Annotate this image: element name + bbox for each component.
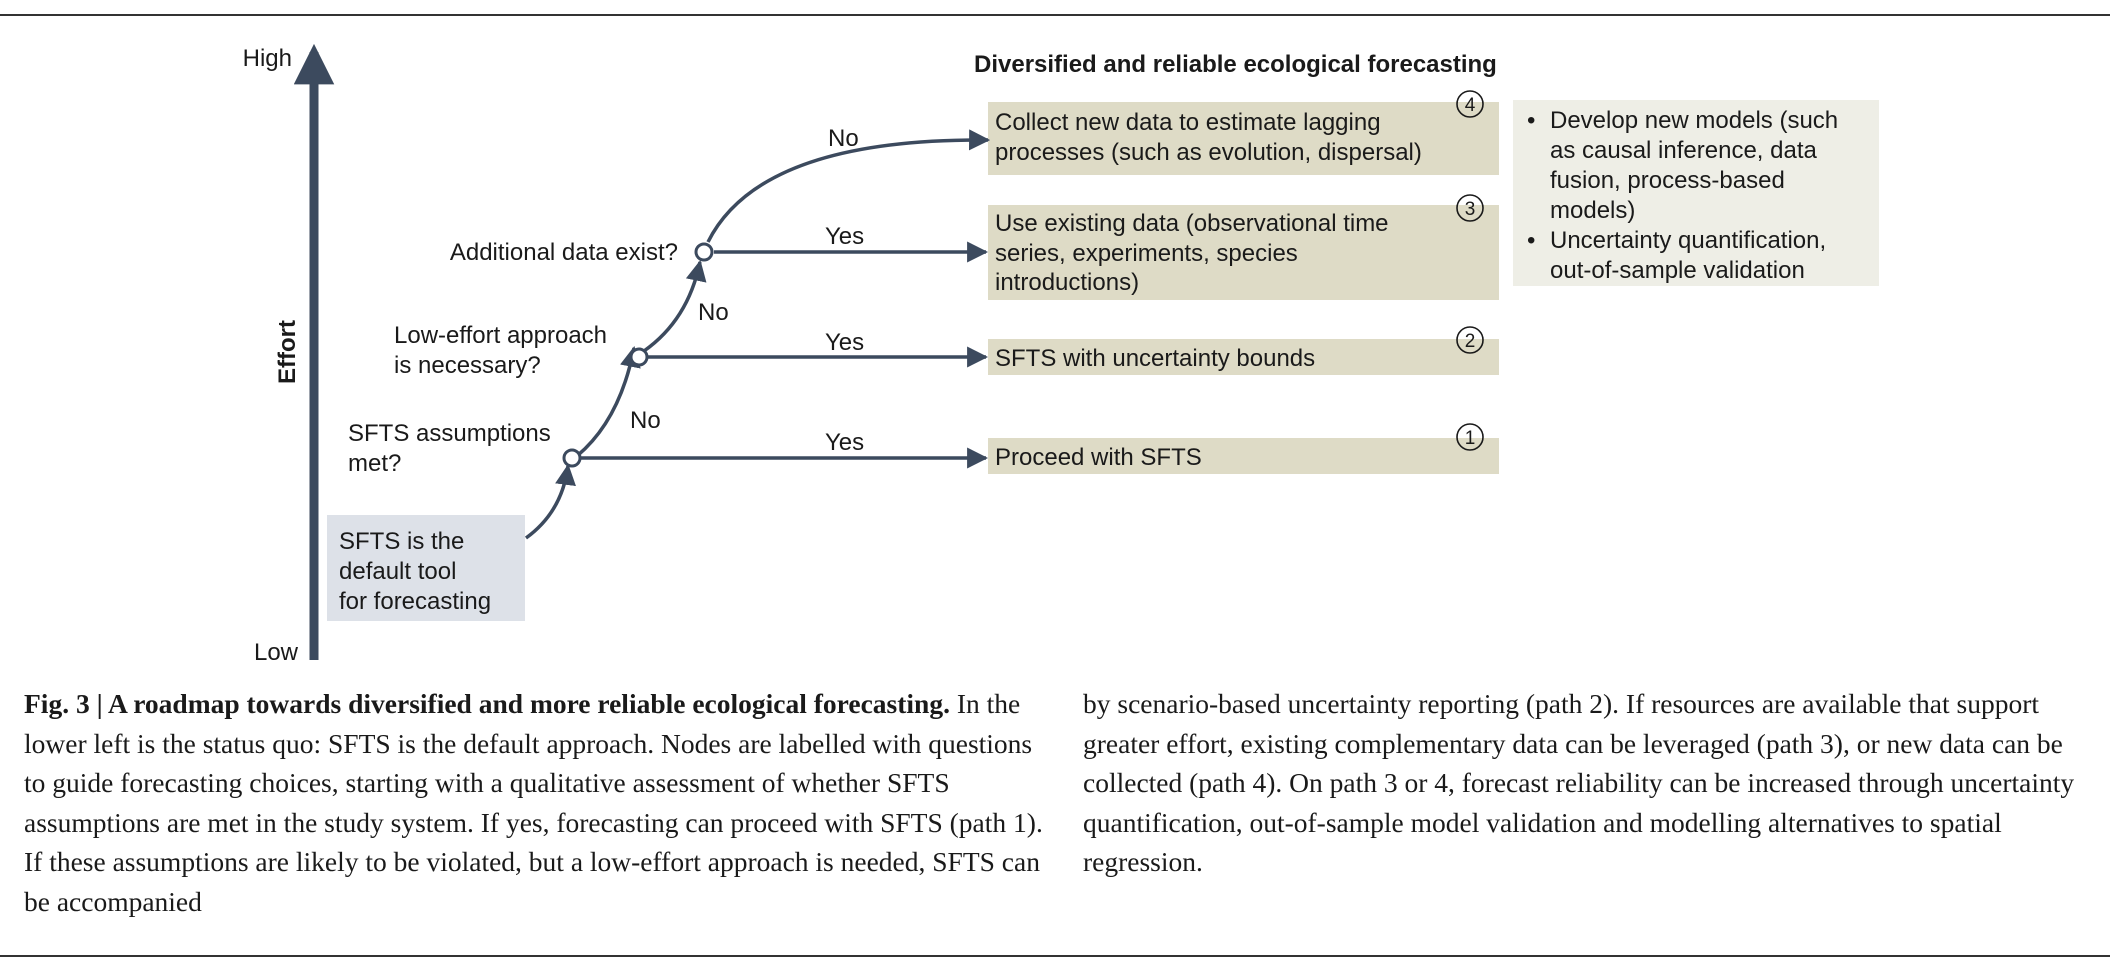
- axis-effort-label: Effort: [274, 320, 301, 384]
- bullet-item: Uncertainty quantification, out-of-sampl…: [1523, 226, 1869, 286]
- edge-label-yes1: Yes: [825, 429, 864, 456]
- edge-label-no2: No: [698, 299, 729, 326]
- model-bullets-list: Develop new models (such as causal infer…: [1523, 106, 1869, 286]
- bullet-item: Develop new models (such as causal infer…: [1523, 106, 1869, 226]
- connector-no2: [642, 259, 707, 353]
- caption-right-text: by scenario-based uncertainty reporting …: [1083, 688, 2075, 877]
- outcome-1-line-1: Proceed with SFTS: [995, 444, 1202, 471]
- diagram-title: Diversified and reliable ecological fore…: [974, 51, 1497, 78]
- outcome-1-number-circle: [1456, 423, 1484, 451]
- top-rule: [0, 14, 2110, 16]
- outcome-3-line-3: introductions): [995, 269, 1139, 296]
- edge-label-yes2: Yes: [825, 329, 864, 356]
- outcome-1-number: 1: [1465, 428, 1476, 449]
- outcome-3-line-1: Use existing data (observational time: [995, 210, 1389, 237]
- decision-node-2: [629, 347, 649, 367]
- outcome-2-number: 2: [1465, 331, 1476, 352]
- edge-label-no1: No: [630, 407, 661, 434]
- edge-label-no3: No: [828, 125, 859, 152]
- decision-node-3: [694, 242, 714, 262]
- axis-high-label: High: [243, 45, 292, 72]
- caption-column-left: Fig. 3 | A roadmap towards diversified a…: [24, 684, 1044, 921]
- edge-label-yes3: Yes: [825, 223, 864, 250]
- connector-start-to-node1: [524, 463, 576, 540]
- axis-low-label: Low: [254, 639, 299, 666]
- start-box: [327, 515, 525, 621]
- outcome-2-line-1: SFTS with uncertainty bounds: [995, 345, 1315, 372]
- outcome-box-1: [988, 438, 1499, 474]
- bottom-rule: [0, 955, 2110, 957]
- connector-no3: [706, 129, 991, 243]
- start-box-line-2: default tool: [339, 558, 456, 585]
- outcome-box-3: [988, 205, 1499, 300]
- outcome-4-number-circle: [1456, 90, 1484, 118]
- start-box-line-1: SFTS is the: [339, 528, 464, 555]
- node-2-label-line-2: is necessary?: [394, 352, 541, 379]
- connector-no1: [575, 345, 641, 458]
- outcome-3-line-2: series, experiments, species: [995, 240, 1298, 267]
- roadmap-diagram: High Low Effort Diversified and reliable…: [243, 43, 1499, 666]
- node-2-label-line-1: Low-effort approach: [394, 322, 607, 349]
- outcome-box-2: [988, 339, 1499, 375]
- caption-left-text: In the lower left is the status quo: SFT…: [24, 688, 1043, 917]
- start-box-line-3: for forecasting: [339, 588, 491, 615]
- outcome-4-line-2: processes (such as evolution, dispersal): [995, 139, 1422, 166]
- outcome-3-number: 3: [1465, 199, 1476, 220]
- model-bullets-box: Develop new models (such as causal infer…: [1513, 100, 1879, 286]
- node-1-label-line-2: met?: [348, 450, 401, 477]
- outcome-box-4: [988, 102, 1499, 175]
- outcome-4-line-1: Collect new data to estimate lagging: [995, 109, 1381, 136]
- outcome-3-number-circle: [1456, 194, 1484, 222]
- node-3-label-line-1: Additional data exist?: [450, 239, 678, 266]
- caption-label: Fig. 3 | A roadmap towards diversified a…: [24, 688, 950, 719]
- caption-column-right: by scenario-based uncertainty reporting …: [1083, 684, 2093, 882]
- outcome-4-number: 4: [1465, 95, 1476, 116]
- node-1-label-line-1: SFTS assumptions: [348, 420, 551, 447]
- outcome-2-number-circle: [1456, 326, 1484, 354]
- decision-node-1: [562, 448, 582, 468]
